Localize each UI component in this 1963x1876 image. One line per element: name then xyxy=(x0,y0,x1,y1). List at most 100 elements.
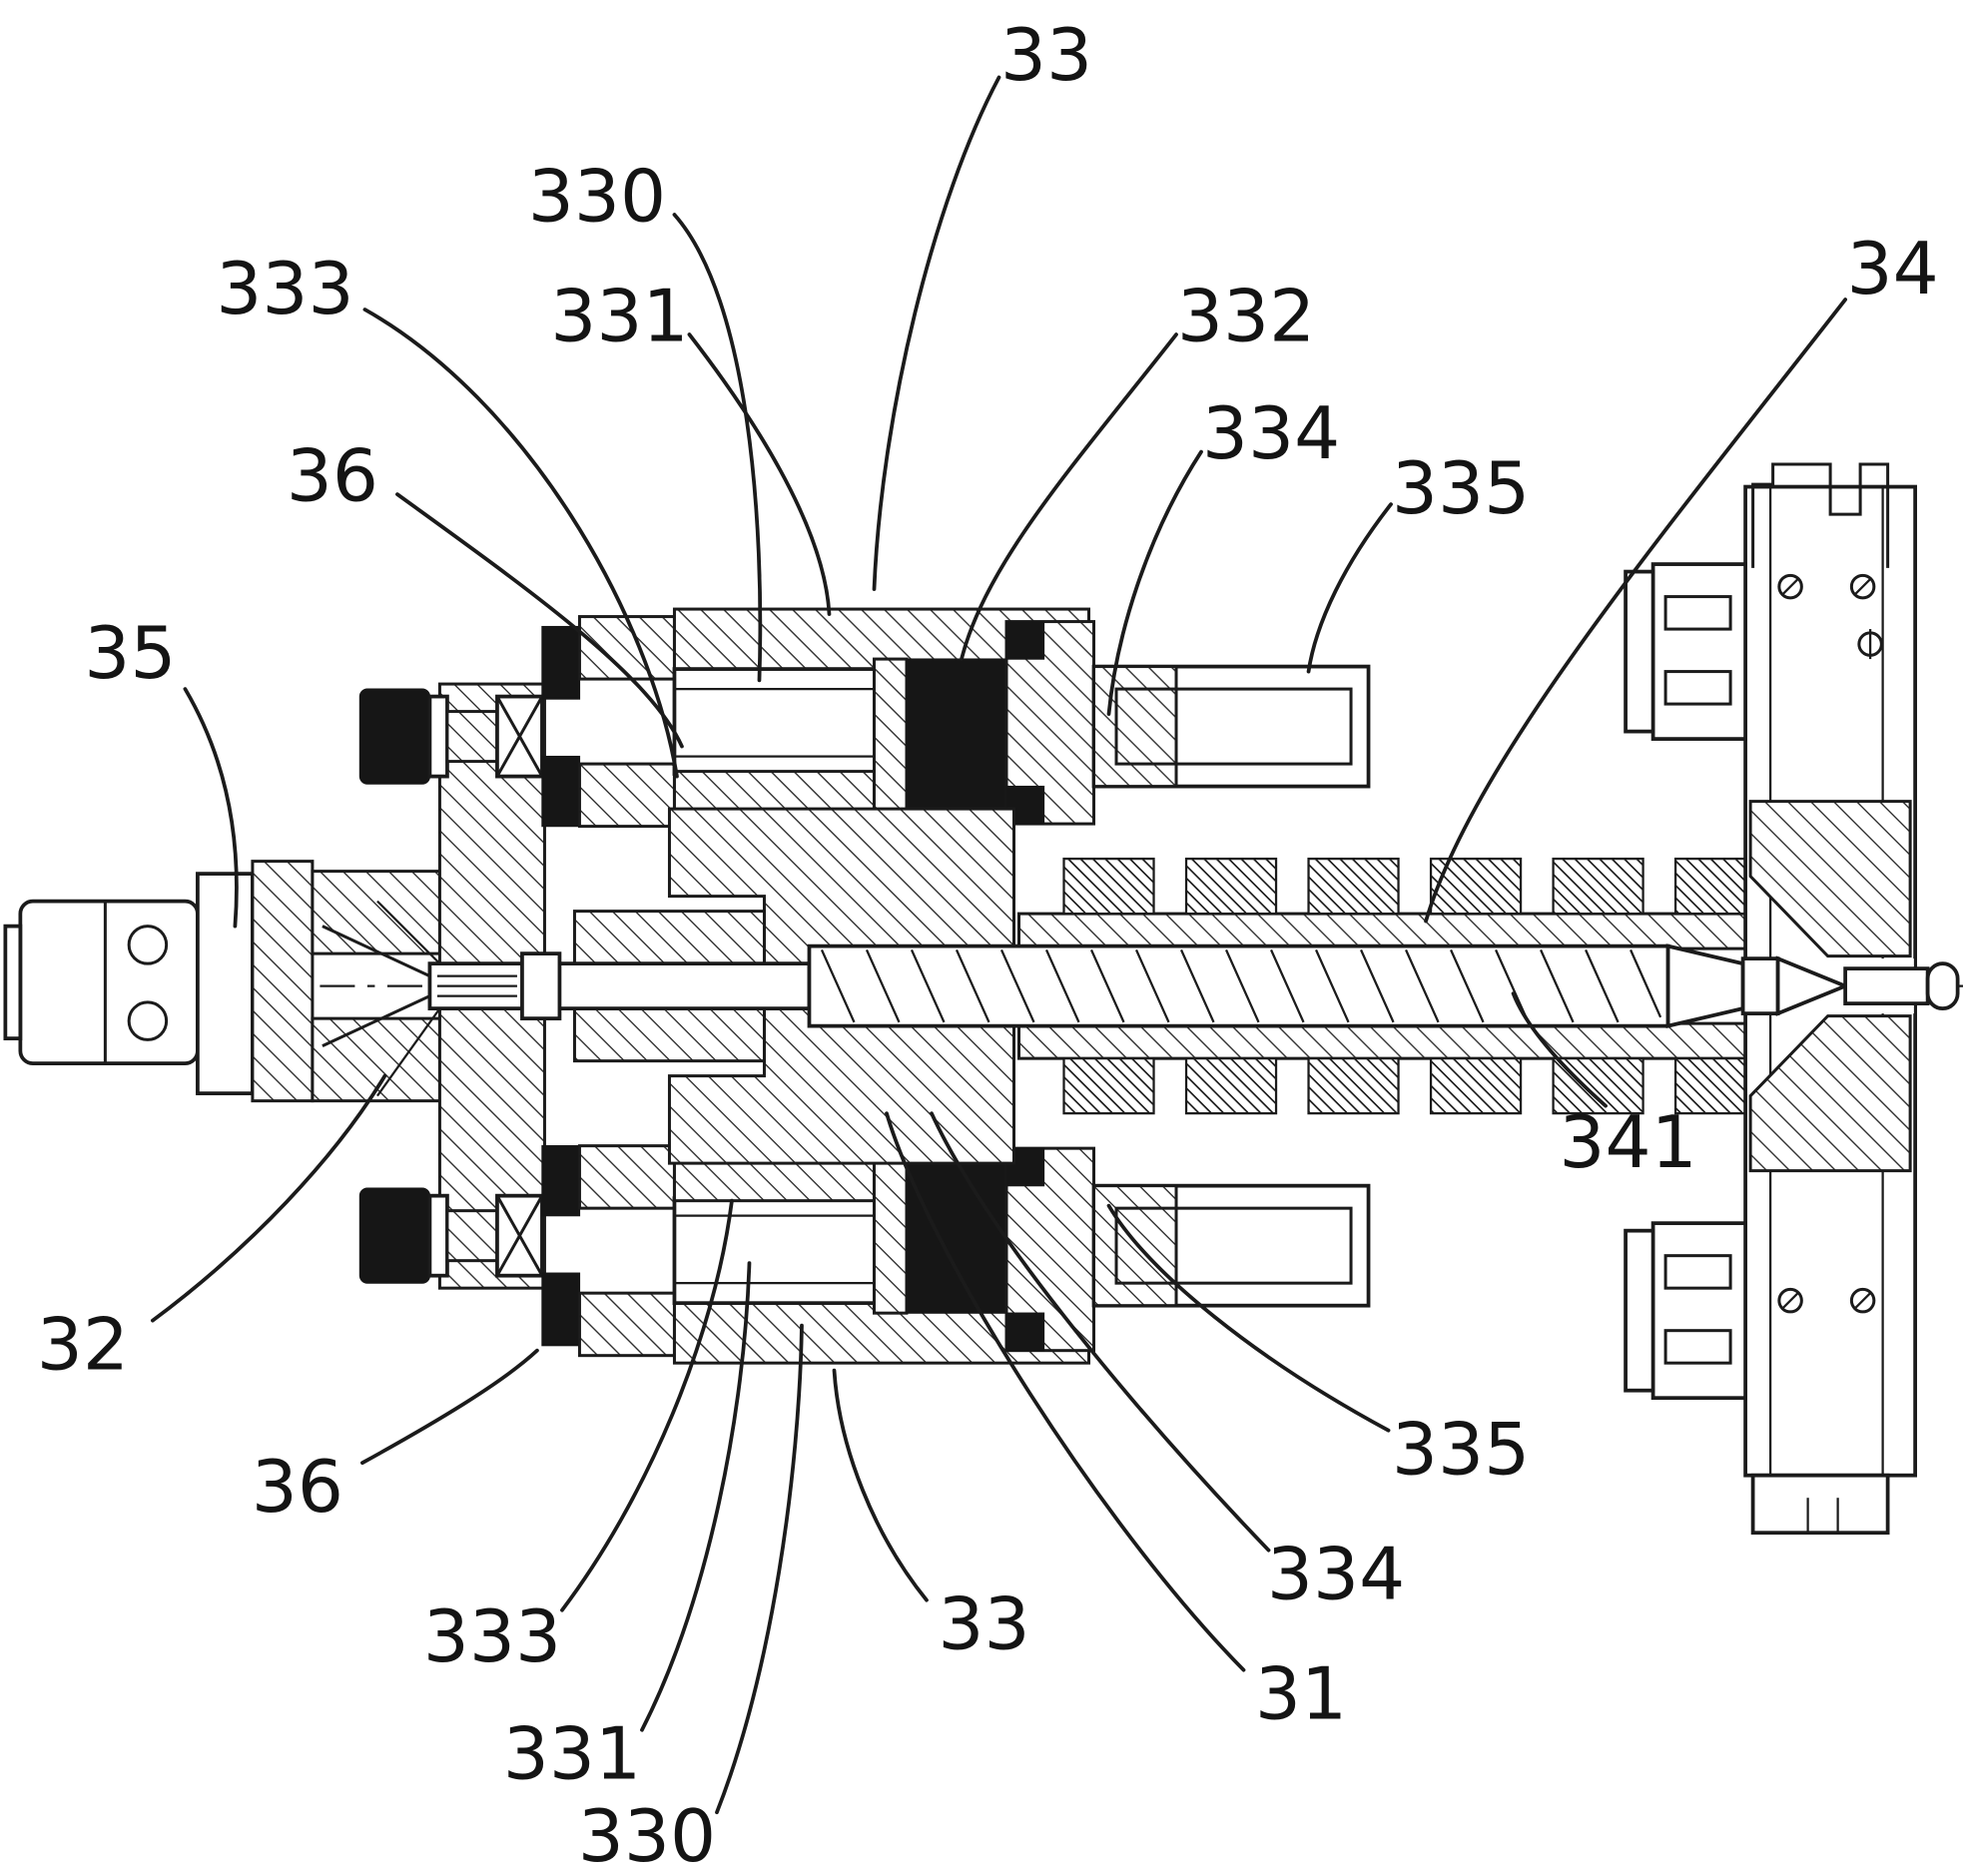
leader-33-bottom xyxy=(832,1368,929,1602)
label-335-top: 335 xyxy=(1392,447,1530,531)
seal-block xyxy=(541,755,581,828)
heater-band xyxy=(1184,857,1278,916)
bracket-slot xyxy=(1663,1254,1732,1290)
leader-330-bottom xyxy=(715,1323,804,1815)
leader-31 xyxy=(885,1111,1246,1672)
heater-band xyxy=(1552,857,1644,916)
motor-port-hole-bottom xyxy=(127,1000,169,1041)
bracket-upper xyxy=(1650,562,1747,741)
tip-ring xyxy=(1740,956,1780,1016)
coupling-cone-lower-line xyxy=(322,994,431,1047)
screw-tip-torpedo xyxy=(1665,943,1745,1028)
leader-32 xyxy=(151,1073,387,1323)
gland-collar xyxy=(872,657,909,816)
rod-thread xyxy=(1092,1184,1178,1308)
flange-bolt-top xyxy=(358,688,544,785)
housing-cap xyxy=(1005,620,1045,660)
motor-end-cap xyxy=(3,924,23,1041)
motor-port-hole-top xyxy=(127,925,169,965)
bracket-slot xyxy=(1663,595,1732,631)
label-335-bottom: 335 xyxy=(1392,1409,1530,1493)
heater-bands xyxy=(1062,857,1752,1115)
flange-bolt-bottom xyxy=(358,1187,544,1284)
label-36-top: 36 xyxy=(287,435,378,519)
platen-screw xyxy=(1849,1287,1876,1314)
label-31: 31 xyxy=(1255,1653,1347,1737)
bracket-lower xyxy=(1650,1221,1747,1401)
leader-335-bottom xyxy=(1106,1203,1391,1433)
leader-33-top xyxy=(872,75,1001,591)
leader-334-bottom xyxy=(930,1111,1271,1553)
bolt-head xyxy=(358,688,431,785)
bolt-washer xyxy=(427,694,449,779)
bearing-cross-b xyxy=(495,695,544,778)
leader-341 xyxy=(1511,991,1608,1108)
nozzle-cap xyxy=(1925,961,1960,1011)
shaft-spline-lines xyxy=(436,974,517,997)
leader-lines xyxy=(151,75,1847,1815)
leader-333-bottom xyxy=(560,1198,734,1612)
seal-block xyxy=(541,1272,581,1347)
housing-cap xyxy=(1005,1312,1045,1352)
label-33-bottom: 33 xyxy=(938,1583,1029,1667)
platen-screw xyxy=(1777,1287,1803,1314)
label-333-top: 333 xyxy=(216,248,353,331)
coupling-cone-upper-line xyxy=(322,925,431,977)
adapter-plate xyxy=(196,872,255,1096)
label-341: 341 xyxy=(1559,1101,1696,1185)
heater-band xyxy=(1307,857,1400,916)
bracket-slot xyxy=(1663,1329,1732,1365)
leader-35 xyxy=(183,687,239,929)
screw-flights xyxy=(820,948,1662,1023)
barrel-holder xyxy=(572,807,1016,1165)
platen-screw-slash xyxy=(1853,577,1873,597)
label-332-top: 332 xyxy=(1177,276,1315,359)
seal-block xyxy=(541,625,581,700)
platen-screw-slash xyxy=(1853,1291,1873,1311)
end-cap-lower xyxy=(577,762,676,829)
bottom-cylinder-assembly xyxy=(541,1144,1371,1365)
piston-seal-pack xyxy=(906,658,1007,815)
leader-36-bottom xyxy=(360,1348,539,1466)
bracket-upper-bar xyxy=(1624,569,1655,734)
heater-band xyxy=(1184,1057,1278,1115)
hydraulic-motor xyxy=(3,899,200,1066)
rod-bore xyxy=(1114,1206,1353,1285)
label-334-top: 334 xyxy=(1202,392,1340,476)
bracket-slot xyxy=(1663,670,1732,706)
gearbox-plate xyxy=(251,860,315,1103)
leader-334-top xyxy=(1106,449,1203,716)
platen-screw-slash xyxy=(1780,577,1800,597)
leader-332-top xyxy=(960,332,1178,661)
reference-numerals: 33 330 333 331 332 334 335 34 36 35 341 … xyxy=(37,14,1939,1876)
holder-bore-upper xyxy=(572,910,766,965)
platen-screw xyxy=(1777,573,1803,600)
label-36-bottom: 36 xyxy=(252,1446,343,1530)
label-331-top: 331 xyxy=(550,276,688,359)
heater-band xyxy=(1429,1057,1523,1115)
seal-block xyxy=(541,1145,581,1217)
heater-band xyxy=(1062,1057,1155,1115)
motor-body xyxy=(18,899,200,1066)
label-330-bottom: 330 xyxy=(578,1795,716,1876)
bolt-head xyxy=(358,1187,431,1284)
shaft-collar xyxy=(520,951,562,1021)
label-34: 34 xyxy=(1846,228,1938,312)
end-cap-lower xyxy=(577,1291,676,1358)
coupling-housing-upper xyxy=(311,870,441,955)
top-cylinder-assembly xyxy=(541,607,1371,829)
rod-bore xyxy=(1114,687,1353,766)
leader-331-bottom xyxy=(640,1261,752,1732)
end-cap-upper xyxy=(577,1144,676,1210)
label-32: 32 xyxy=(37,1304,129,1388)
bracket-lower-bar xyxy=(1624,1228,1655,1393)
label-331-bottom: 331 xyxy=(503,1713,641,1797)
leader-330-top xyxy=(672,213,763,683)
platen-screw xyxy=(1849,573,1876,600)
barrel-wall-upper xyxy=(1017,912,1752,950)
heater-band xyxy=(1307,1057,1400,1115)
rod-thread xyxy=(1092,665,1178,789)
nozzle-cone xyxy=(1775,955,1851,1016)
